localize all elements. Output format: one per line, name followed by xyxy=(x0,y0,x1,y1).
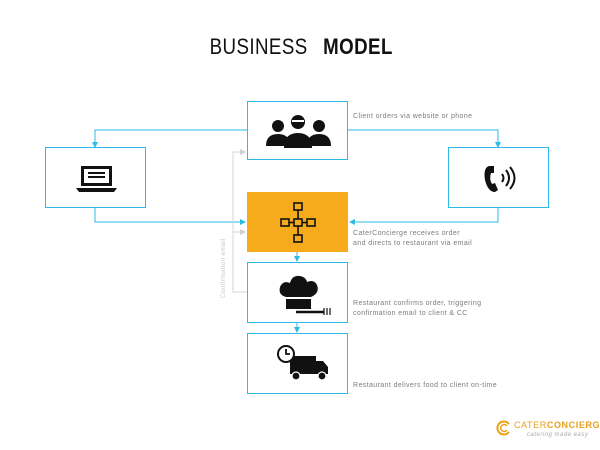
logo-brand-prefix: CATER xyxy=(514,420,547,430)
confirmation-email-label: Confirmation email xyxy=(220,238,227,298)
restaurant-caption-line-2: confirmation email to client & CC xyxy=(353,310,468,317)
phone-box xyxy=(448,147,549,208)
logo-tagline: catering made easy xyxy=(527,432,589,438)
caterconcierge-caption-line-2: and directs to restaurant via email xyxy=(353,240,473,247)
title-bold: MODEL xyxy=(322,34,393,59)
restaurant-box xyxy=(247,262,348,323)
caterconcierge-caption-line-1: CaterConcierge receives order xyxy=(353,230,460,237)
caterconcierge-caption: CaterConcierge receives order and direct… xyxy=(353,229,472,249)
network-icon xyxy=(280,202,316,243)
people-icon xyxy=(266,115,331,148)
logo-mark-icon xyxy=(496,420,510,436)
phone-icon xyxy=(484,166,516,192)
clients-box xyxy=(247,101,348,160)
page-title: BUSINESS MODEL xyxy=(0,34,600,60)
laptop-box xyxy=(45,147,146,208)
chef-hat-icon xyxy=(279,275,331,315)
logo-brand: CATERCONCIERGE xyxy=(514,420,600,430)
caterconcierge-logo: CATERCONCIERGE catering made easy xyxy=(494,418,600,442)
clients-caption: Client orders via website or phone xyxy=(353,113,473,120)
caterconcierge-box xyxy=(247,192,348,252)
delivery-truck-icon xyxy=(277,345,328,381)
title-light: BUSINESS xyxy=(210,34,309,59)
restaurant-caption: Restaurant confirms order, triggering co… xyxy=(353,299,481,319)
delivery-box xyxy=(247,333,348,394)
restaurant-caption-line-1: Restaurant confirms order, triggering xyxy=(353,300,482,307)
laptop-icon xyxy=(76,166,117,192)
delivery-caption: Restaurant delivers food to client on-ti… xyxy=(353,382,498,389)
logo-brand-suffix: CONCIERGE xyxy=(546,420,600,430)
